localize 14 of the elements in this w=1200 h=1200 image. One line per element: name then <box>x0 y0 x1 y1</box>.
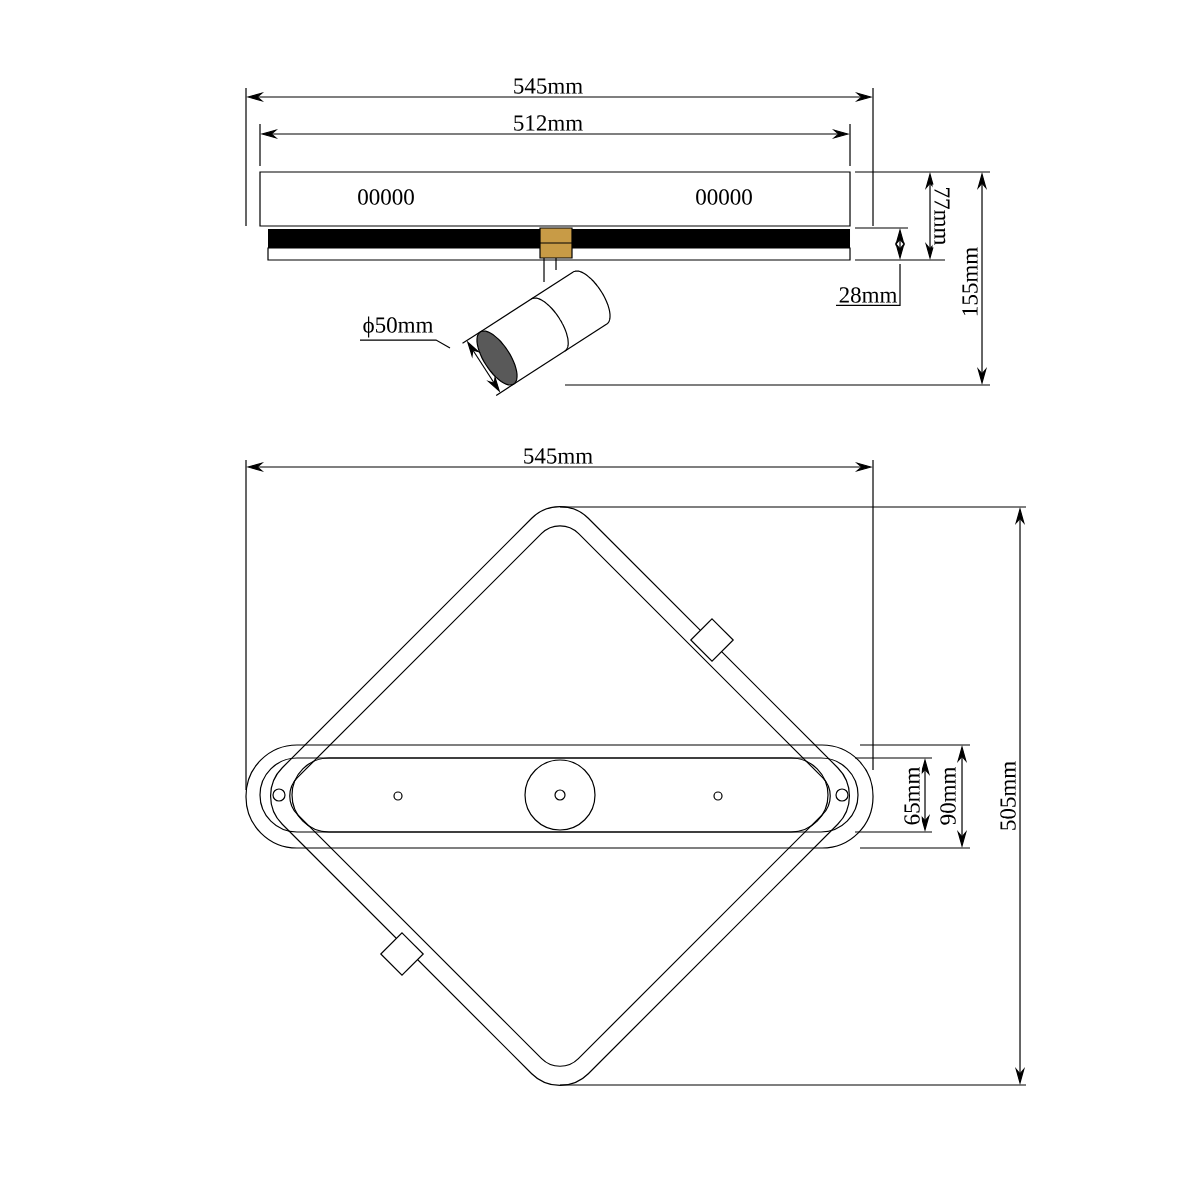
dimension-label: 28mm <box>839 287 898 303</box>
dimension-label: 155mm <box>960 244 980 320</box>
dimension-label: 505mm <box>998 758 1018 834</box>
leader-line <box>835 263 901 306</box>
dimension-label: 65mm <box>902 764 922 828</box>
dimension-label: 512mm <box>510 113 586 133</box>
marking-text: 00000 <box>693 187 755 207</box>
marking-text: 00000 <box>355 187 417 207</box>
dimension-label: 90mm <box>938 764 958 828</box>
dimension-label: 77mm <box>932 184 952 248</box>
dimension-label: ϕ50mm <box>363 316 434 338</box>
dimension-label: 545mm <box>510 76 586 96</box>
dimension-label: 545mm <box>520 446 596 466</box>
leader-line <box>359 339 451 349</box>
